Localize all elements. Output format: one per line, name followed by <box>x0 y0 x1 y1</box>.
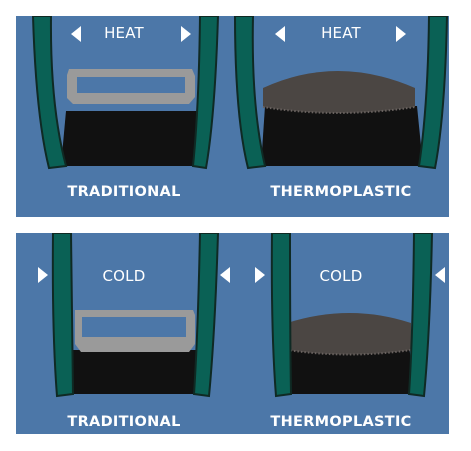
arrow-left-icon <box>435 267 445 283</box>
left-tire-wall <box>270 233 293 398</box>
cold-state-label: COLD <box>102 267 146 285</box>
arrow-left-icon <box>220 267 230 283</box>
traditional-bead <box>75 310 195 352</box>
arrow-right-icon <box>255 267 265 283</box>
heat-thermoplastic-cell: HEAT THERMOPLASTIC <box>233 16 449 217</box>
heat-thermoplastic-illustration <box>233 16 449 170</box>
cold-traditional-illustration <box>51 233 220 398</box>
cold-thermoplastic-label: THERMOPLASTIC <box>270 414 412 430</box>
thermoplastic-patch <box>287 313 411 355</box>
cold-panel: COLD TRADITIONAL COLD THERMOPLASTIC <box>16 233 449 434</box>
tire-body <box>61 111 206 166</box>
heat-traditional-label: TRADITIONAL <box>67 184 181 200</box>
heat-thermoplastic-label: THERMOPLASTIC <box>270 184 412 200</box>
right-tire-wall <box>417 16 449 170</box>
tire-body <box>289 345 415 394</box>
heat-traditional-illustration <box>31 16 220 170</box>
cold-thermoplastic-illustration <box>270 233 434 398</box>
arrow-right-icon <box>396 26 406 42</box>
thermoplastic-teeth <box>286 349 412 356</box>
arrow-right-icon <box>38 267 48 283</box>
cold-thermoplastic-cell: COLD THERMOPLASTIC <box>233 233 449 434</box>
right-tire-wall <box>191 16 220 170</box>
right-tire-wall <box>407 233 434 398</box>
thermoplastic-patch <box>263 71 415 113</box>
traditional-bead <box>67 69 195 104</box>
heat-state-label: HEAT <box>104 24 144 42</box>
right-tire-wall <box>192 233 220 398</box>
left-tire-wall <box>31 16 68 170</box>
tire-body <box>68 350 203 394</box>
heat-state-label: HEAT <box>321 24 361 42</box>
arrow-right-icon <box>181 26 191 42</box>
arrow-left-icon <box>275 26 285 42</box>
arrow-left-icon <box>71 26 81 42</box>
cold-state-label: COLD <box>319 267 363 285</box>
tire-body <box>261 106 423 166</box>
heat-panel: HEAT TRADITIONAL HEAT THERMOPLASTIC <box>16 16 449 217</box>
left-tire-wall <box>51 233 75 398</box>
heat-traditional-cell: HEAT TRADITIONAL <box>16 16 232 217</box>
cold-traditional-cell: COLD TRADITIONAL <box>16 233 232 434</box>
left-tire-wall <box>233 16 267 170</box>
cold-traditional-label: TRADITIONAL <box>67 414 181 430</box>
